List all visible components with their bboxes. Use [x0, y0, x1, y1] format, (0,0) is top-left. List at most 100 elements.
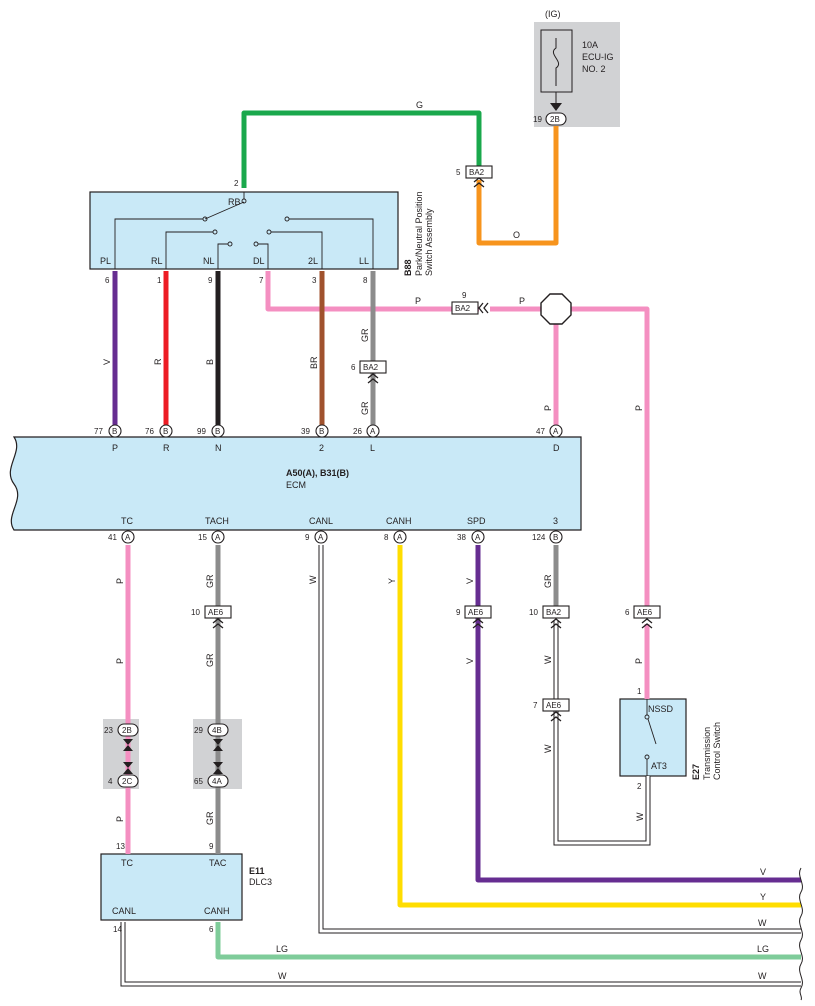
- label-v-spd2: V: [465, 658, 475, 664]
- e27-switch-icon: [644, 699, 657, 776]
- label-lg-out: LG: [757, 944, 769, 954]
- ecm-term-tc: TC: [121, 516, 133, 526]
- svg-text:B: B: [553, 533, 558, 542]
- label-p-right: P: [634, 405, 644, 411]
- svg-text:B: B: [112, 427, 117, 436]
- label-p-top1: P: [415, 296, 421, 306]
- label-w-e27: W: [635, 812, 645, 821]
- connector-ae6-d: AE6 6: [625, 605, 661, 629]
- junction-2c: 2C 4: [108, 762, 139, 788]
- w-wire-3-loop: [553, 620, 651, 846]
- fuse-name: ECU-IG: [582, 52, 614, 62]
- svg-text:A: A: [318, 533, 324, 542]
- dlc3-pin-canh: 6: [209, 925, 214, 934]
- label-w-mid: W: [278, 971, 287, 981]
- svg-text:47: 47: [536, 427, 545, 436]
- svg-text:19: 19: [533, 115, 542, 124]
- connector-ae6-tach: AE6 10: [191, 605, 232, 629]
- svg-text:41: 41: [108, 533, 117, 542]
- svg-text:5: 5: [456, 168, 461, 177]
- ecm-term-n: N: [215, 443, 222, 453]
- fuse-icon: [552, 38, 560, 86]
- dlc3-term-tc: TC: [121, 858, 133, 868]
- connector-ba2-g: BA2 5: [456, 165, 493, 188]
- b88-pin-nl: 9: [208, 276, 213, 285]
- svg-text:9: 9: [456, 608, 461, 617]
- e27-pin-2: 2: [637, 782, 642, 791]
- dlc3-term-canh: CANH: [204, 906, 230, 916]
- ecm-box: [9, 436, 582, 531]
- wire-y-canh: [397, 545, 801, 908]
- b88-pin-rl: 1: [157, 276, 162, 285]
- svg-text:124: 124: [532, 533, 546, 542]
- wire-v-spd: [475, 545, 801, 883]
- e27-term-nssd: NSSD: [648, 704, 674, 714]
- svg-text:29: 29: [194, 726, 203, 735]
- label-gr-tach2: GR: [205, 653, 215, 667]
- svg-text:BA2: BA2: [546, 608, 562, 617]
- ecm-term-2: 2: [319, 443, 324, 453]
- svg-text:4B: 4B: [212, 726, 222, 735]
- junction-4a: 4A 65: [194, 762, 229, 788]
- ecm-title: A50(A), B31(B): [286, 468, 349, 478]
- b88-term-rl: RL: [151, 256, 163, 266]
- diagram-break-edge: [799, 867, 803, 1001]
- label-v-spd1: V: [465, 578, 475, 584]
- svg-text:26: 26: [353, 427, 362, 436]
- connector-ba2-3: BA2 10: [529, 605, 570, 629]
- b88-term-pl: PL: [100, 256, 111, 266]
- dlc3-pin-tc: 13: [116, 842, 125, 851]
- junction-2b: 2B 23: [104, 723, 139, 751]
- park-neutral-switch-box: [89, 191, 399, 270]
- wire-g: [241, 110, 482, 188]
- dlc3-pin-canl: 14: [113, 925, 122, 934]
- b88-rb-pin: 2: [234, 179, 239, 188]
- label-w-3a: W: [543, 655, 553, 664]
- e27-term-at3: AT3: [651, 761, 667, 771]
- svg-text:2B: 2B: [122, 726, 132, 735]
- svg-text:23: 23: [104, 726, 113, 735]
- label-p-top2: P: [519, 296, 525, 306]
- label-p-e27: P: [634, 658, 644, 664]
- svg-text:AE6: AE6: [208, 608, 224, 617]
- ecm-term-r: R: [163, 443, 170, 453]
- fuse-rating: 10A: [582, 40, 598, 50]
- svg-text:AE6: AE6: [546, 701, 562, 710]
- splice-point-icon: [540, 293, 572, 325]
- label-p-d: P: [543, 405, 553, 411]
- power-fuse-area: [534, 22, 620, 127]
- e27-name-line2: Control Switch: [712, 722, 722, 780]
- svg-text:76: 76: [145, 427, 154, 436]
- svg-text:A: A: [475, 533, 481, 542]
- ecm-term-l: L: [370, 443, 375, 453]
- svg-text:BA2: BA2: [469, 168, 485, 177]
- svg-text:A: A: [397, 533, 403, 542]
- connector-ba2-gr: BA2 6: [351, 360, 387, 384]
- svg-text:BA2: BA2: [455, 304, 471, 313]
- dlc3-box: [100, 853, 243, 921]
- svg-text:2B: 2B: [550, 115, 560, 124]
- label-gr-ll1: GR: [360, 328, 370, 342]
- ecm-pin-3: B 124: [532, 530, 563, 544]
- svg-text:A: A: [215, 533, 221, 542]
- ecm-pin-p: B 77: [94, 424, 122, 438]
- dlc3-code: E11: [249, 866, 265, 876]
- label-y-canh: Y: [387, 578, 397, 584]
- label-w-canl: W: [308, 575, 318, 584]
- b88-pin-ll: 8: [363, 276, 368, 285]
- label-y-out: Y: [760, 892, 766, 902]
- ecm-term-canl: CANL: [309, 516, 333, 526]
- svg-text:99: 99: [197, 427, 206, 436]
- label-gr-ll2: GR: [360, 401, 370, 415]
- ecm-term-canh: CANH: [386, 516, 412, 526]
- w-wire-canl: [318, 545, 801, 934]
- svg-text:4A: 4A: [212, 777, 222, 786]
- svg-text:AE6: AE6: [637, 608, 653, 617]
- power-arrow-icon: [550, 103, 562, 111]
- svg-text:6: 6: [351, 363, 356, 372]
- svg-text:8: 8: [384, 533, 389, 542]
- label-r-rl: R: [153, 358, 163, 365]
- ecm-pin-canh: A 8: [384, 530, 407, 544]
- b88-switch-contacts-icon: [114, 192, 374, 269]
